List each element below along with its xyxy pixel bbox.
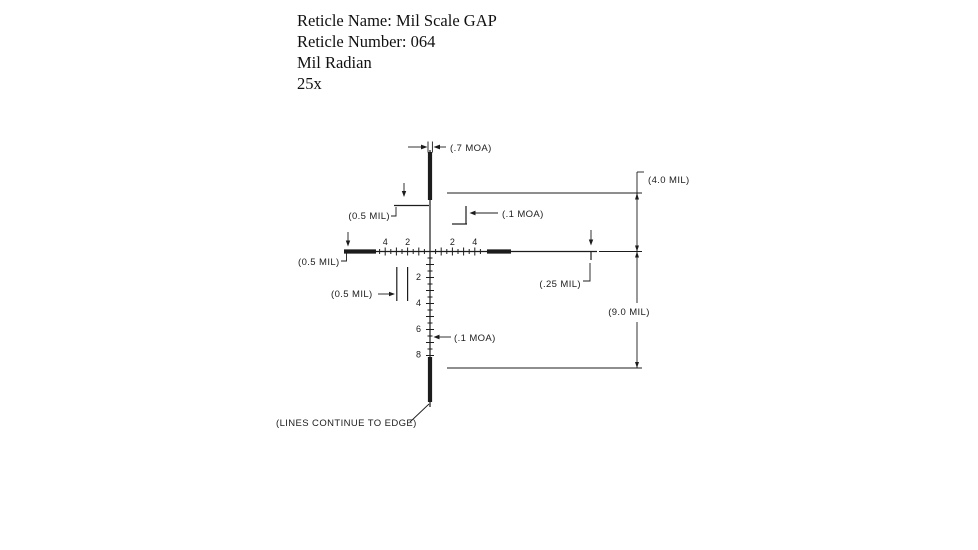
h-mil-number: 2 — [450, 237, 455, 247]
quartermil-leader — [583, 263, 591, 282]
arrow-left-icon — [433, 334, 440, 340]
dimension-lines — [341, 141, 644, 423]
arrow-down-icon — [588, 239, 594, 246]
annotation-moa-lower: (.1 MOA) — [454, 333, 496, 344]
arrow-left-icon — [469, 210, 476, 216]
left-halfmil-leader — [341, 253, 347, 262]
arrow-down-icon — [635, 245, 639, 252]
h-mil-number: 4 — [472, 237, 477, 247]
annotation-halfmil-top: (0.5 MIL) — [348, 211, 390, 222]
arrow-down-icon — [345, 240, 351, 247]
reticle-name: Reticle Name: Mil Scale GAP — [297, 11, 497, 30]
annotation-post-width: (.7 MOA) — [450, 143, 492, 154]
arrow-right-icon — [421, 144, 428, 150]
annotation-halfmil-lower: (0.5 MIL) — [331, 289, 373, 300]
v-mil-number: 4 — [416, 298, 421, 308]
crosshair — [344, 150, 597, 407]
reticle-magnification: 25x — [297, 74, 322, 93]
v-mil-number: 6 — [416, 324, 421, 334]
arrow-right-icon — [389, 291, 395, 297]
arrow-up-icon — [635, 193, 639, 200]
diagram-labels: (.7 MOA) (4.0 MIL) (9.0 MIL) (0.5 MIL) (… — [276, 143, 690, 429]
header-block: Reticle Name: Mil Scale GAP Reticle Numb… — [297, 10, 497, 94]
horizontal-mil-ticks — [379, 247, 481, 256]
annotation-moa-upper: (.1 MOA) — [502, 209, 544, 220]
annotation-halfmil-left: (0.5 MIL) — [298, 257, 340, 268]
top-halfmil-leader — [391, 207, 397, 217]
arrow-left-icon — [433, 144, 440, 150]
reticle-number: Reticle Number: 064 — [297, 32, 436, 51]
h-mil-number: 2 — [405, 237, 410, 247]
arrow-down-icon — [635, 362, 639, 368]
vertical-mil-ticks — [426, 257, 434, 356]
annotation-lines-continue: (LINES CONTINUE TO EDGE) — [276, 418, 417, 429]
annotation-quartermil: (.25 MIL) — [539, 279, 581, 290]
annotation-9-mil: (9.0 MIL) — [608, 307, 650, 318]
v-mil-number: 2 — [416, 272, 421, 282]
h-mil-number: 4 — [383, 237, 388, 247]
v-mil-number: 8 — [416, 350, 421, 360]
lines-continue-leader — [409, 403, 430, 423]
arrow-up-icon — [635, 251, 639, 258]
reticle-unit: Mil Radian — [297, 53, 372, 72]
annotation-4-mil: (4.0 MIL) — [648, 175, 690, 186]
arrow-down-icon — [401, 191, 407, 197]
